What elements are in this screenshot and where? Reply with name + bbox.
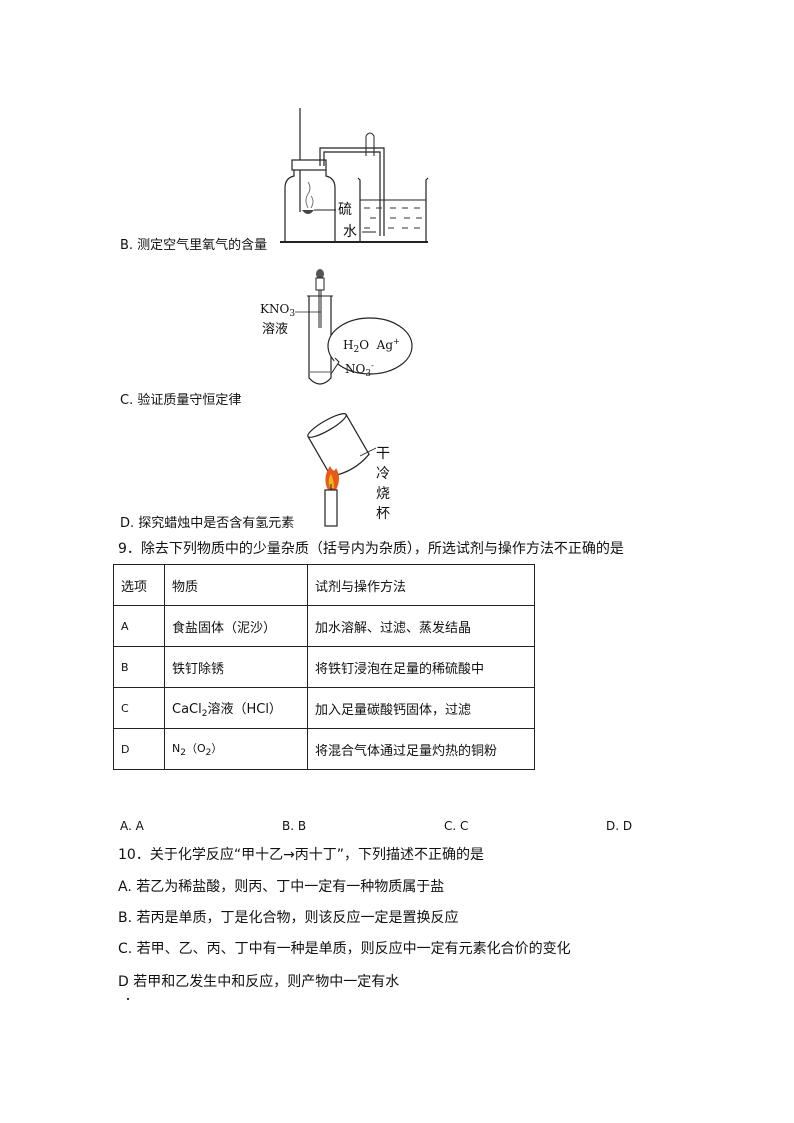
option-c-text: C. 验证质量守恒定律	[120, 393, 242, 408]
figure-c-label-kno3: KNO3	[260, 302, 295, 319]
row-option: C	[113, 687, 165, 729]
stray-dot	[127, 998, 129, 1000]
q10-option-a: A. 若乙为稀盐酸，则丙、丁中一定有一种物质属于盐	[118, 879, 445, 895]
row-method: 加水溶解、过滤、蒸发结晶	[307, 605, 535, 647]
q10-option-c: C. 若甲、乙、丙、丁中有一种是单质，则反应中一定有元素化合价的变化	[118, 941, 571, 957]
kno3-text: KNO3	[260, 302, 296, 319]
label-char-1: 干	[376, 446, 390, 462]
formula-main: N	[172, 742, 181, 755]
option-b-text: B. 测定空气里氧气的含量	[120, 238, 268, 253]
q10-option-d: D 若甲和乙发生中和反应，则产物中一定有水	[118, 974, 400, 990]
q10-option-b: B. 若丙是单质，丁是化合物，则该反应一定是置换反应	[118, 910, 459, 926]
formula-sub: 2	[201, 708, 208, 719]
q10-stem: 10．关于化学反应“甲十乙→丙十丁”，下列描述不正确的是	[118, 847, 485, 863]
formula-mid: （O	[185, 742, 206, 755]
formula-sub2: 2	[205, 748, 212, 758]
row-substance: CaCl2溶液（HCl）	[164, 687, 308, 729]
formula-sub: 2	[180, 748, 186, 758]
figure-b-apparatus	[280, 108, 429, 243]
q9-answer-a: A. A	[120, 819, 144, 833]
table-row: C CaCl2溶液（HCl） 加入足量碳酸钙固体，过滤	[113, 687, 535, 729]
figure-c-bubble-text: H2O Ag+ NO3-	[343, 334, 400, 382]
row-substance: N2（O2）	[164, 728, 308, 770]
figure-b-label-sulfur: 硫	[338, 202, 352, 218]
table-row: B 铁钉除锈 将铁钉浸泡在足量的稀硫酸中	[113, 646, 535, 688]
formula-rest: ）	[211, 742, 223, 755]
q9-answer-d: D. D	[606, 819, 633, 833]
q9-answer-c: C. C	[444, 819, 469, 833]
row-option: D	[113, 728, 165, 770]
formula-main: CaCl	[172, 701, 202, 717]
row-method: 将铁钉浸泡在足量的稀硫酸中	[307, 646, 535, 688]
figure-c-apparatus	[295, 269, 413, 385]
row-substance: 食盐固体（泥沙）	[164, 605, 308, 647]
q9-table: 选项 物质 试剂与操作方法 A 食盐固体（泥沙） 加水溶解、过滤、蒸发结晶 B …	[113, 564, 535, 770]
option-d-text: D. 探究蜡烛中是否含有氢元素	[120, 516, 295, 531]
table-header-row: 选项 物质 试剂与操作方法	[113, 564, 535, 606]
row-method: 加入足量碳酸钙固体，过滤	[307, 687, 535, 729]
row-substance: 铁钉除锈	[164, 646, 308, 688]
row-method: 将混合气体通过足量灼热的铜粉	[307, 728, 535, 770]
figure-d-apparatus	[307, 413, 377, 527]
figure-d-label: 干 冷 烧 杯	[376, 444, 392, 524]
bubble-line-2: NO3-	[345, 361, 374, 379]
q9-stem: 9．除去下列物质中的少量杂质（括号内为杂质），所选试剂与操作方法不正确的是	[118, 541, 624, 557]
figure-c-label-solution: 溶液	[262, 322, 289, 337]
header-substance: 物质	[164, 564, 308, 606]
header-method: 试剂与操作方法	[307, 564, 535, 606]
header-option: 选项	[113, 564, 165, 606]
bubble-line-1: H2O Ag+	[343, 337, 400, 355]
label-char-4: 杯	[376, 506, 390, 522]
label-char-2: 冷	[376, 466, 390, 482]
label-char-3: 烧	[376, 486, 390, 502]
figure-b-label-water: 水	[343, 224, 357, 240]
q9-answer-b: B. B	[282, 819, 307, 833]
row-option: A	[113, 605, 165, 647]
table-row: A 食盐固体（泥沙） 加水溶解、过滤、蒸发结晶	[113, 605, 535, 647]
row-option: B	[113, 646, 165, 688]
table-row: D N2（O2） 将混合气体通过足量灼热的铜粉	[113, 728, 535, 770]
formula-rest: 溶液（HCl）	[207, 701, 282, 717]
